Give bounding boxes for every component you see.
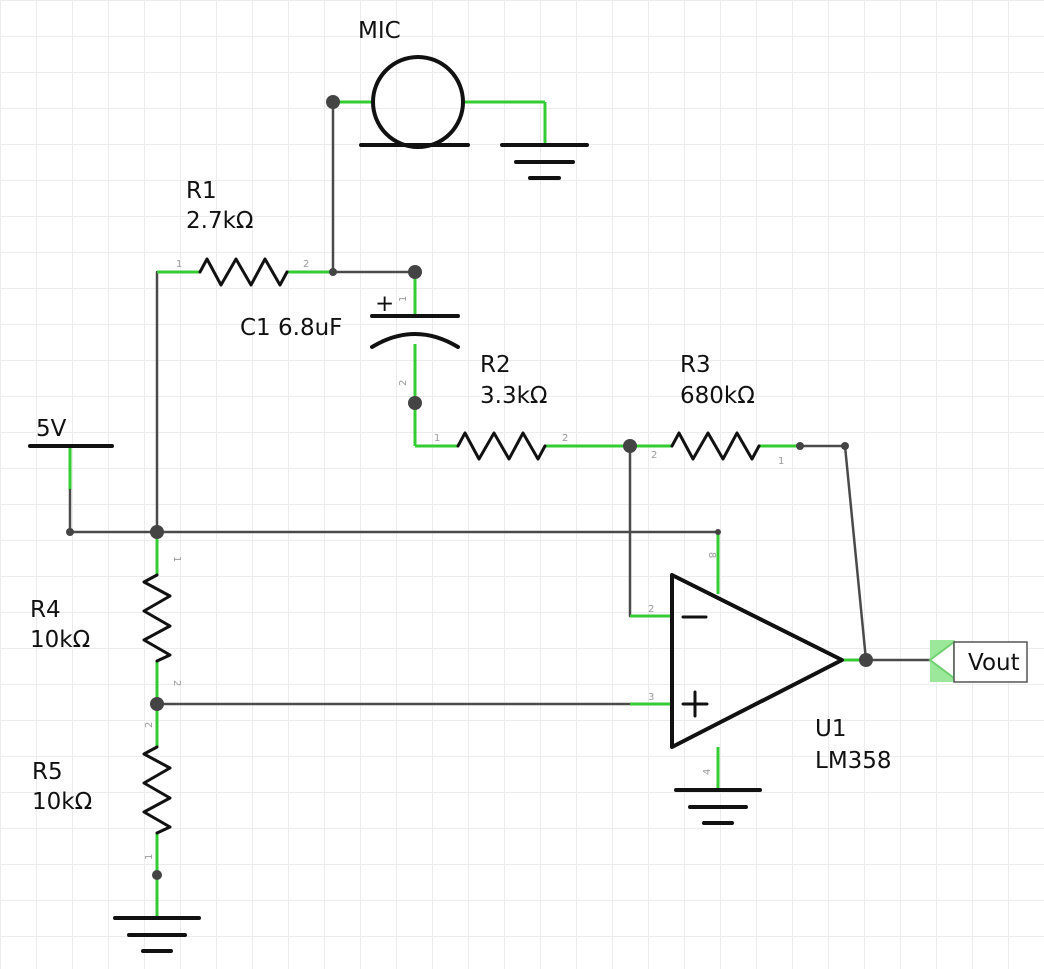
- vout-port[interactable]: Vout: [928, 640, 1028, 683]
- r3-pin-2-number: 2: [651, 450, 657, 461]
- u1-ref: U1: [815, 716, 846, 742]
- vout-label: Vout: [968, 650, 1020, 676]
- u1-pin-3-number: 3: [648, 692, 654, 703]
- r3-resistor-zigzag: [670, 431, 761, 461]
- u1-pin-8-number: 8: [706, 552, 717, 558]
- r4-value: 10kΩ: [30, 627, 90, 653]
- junction-5v-corner: [66, 528, 74, 536]
- r2-pin-2-number: 2: [562, 433, 568, 444]
- r4-resistor-zigzag: [142, 573, 172, 663]
- junction-output: [859, 653, 873, 667]
- r5-value: 10kΩ: [32, 789, 92, 815]
- c1-plus: +: [375, 291, 394, 317]
- junctions: [66, 95, 873, 880]
- r4-ref: R4: [30, 597, 61, 623]
- 5v-label: 5V: [36, 416, 67, 442]
- r1-value: 2.7kΩ: [186, 208, 253, 234]
- junction-mic: [326, 95, 340, 109]
- junction-r1-pin2: [329, 268, 337, 276]
- r4-pin-2-number: 2: [171, 680, 182, 686]
- u1-opamp: [670, 573, 844, 749]
- r5-pin-2-number: 2: [144, 722, 155, 728]
- ground-icon-r5: [113, 916, 201, 953]
- mic-symbol: [359, 55, 470, 149]
- r5-ref: R5: [32, 759, 63, 785]
- junction-r5-bottom: [152, 870, 162, 880]
- junction-r2-r3: [623, 439, 637, 453]
- r5-pin-1-number: 1: [144, 854, 155, 860]
- r3-pin-1-number: 1: [778, 456, 784, 467]
- c1-capacitor: [370, 314, 460, 349]
- junction-r3-corner: [841, 442, 849, 450]
- r5-resistor-zigzag: [142, 745, 172, 835]
- u1-pin-2-number: 2: [648, 604, 654, 615]
- junction-bias-top: [150, 525, 164, 539]
- r4-pin-1-number: 1: [171, 556, 182, 562]
- r2-resistor-zigzag: [456, 431, 547, 461]
- ground-icon-u1: [674, 788, 762, 825]
- junction-c1-top: [408, 265, 422, 279]
- junction-divider: [150, 697, 164, 711]
- ground-icon-mic: [500, 143, 589, 180]
- c1-label: C1 6.8uF: [240, 315, 342, 341]
- wires: [68, 100, 932, 706]
- r2-value: 3.3kΩ: [480, 383, 547, 409]
- c1-pin-2-number: 2: [398, 380, 409, 386]
- r3-value: 680kΩ: [680, 383, 755, 409]
- junction-c1-bottom: [408, 396, 422, 410]
- junction-u1-pin8: [715, 529, 721, 535]
- r1-resistor-zigzag: [198, 257, 289, 287]
- r1-pin-2-number: 2: [303, 259, 309, 270]
- r1-pin-1-number: 1: [176, 259, 182, 270]
- mic-label: MIC: [358, 18, 401, 44]
- pin-stubs: [68, 100, 866, 918]
- junction-r3-pin1: [796, 442, 804, 450]
- r2-ref: R2: [480, 352, 511, 378]
- u1-value: LM358: [815, 748, 892, 774]
- u1-pin-4-number: 4: [702, 769, 713, 775]
- c1-pin-1-number: 1: [398, 296, 409, 302]
- r3-ref: R3: [680, 352, 711, 378]
- r2-pin-1-number: 1: [434, 433, 440, 444]
- wire-feedback-to-output: [843, 444, 868, 662]
- r1-ref: R1: [186, 178, 217, 204]
